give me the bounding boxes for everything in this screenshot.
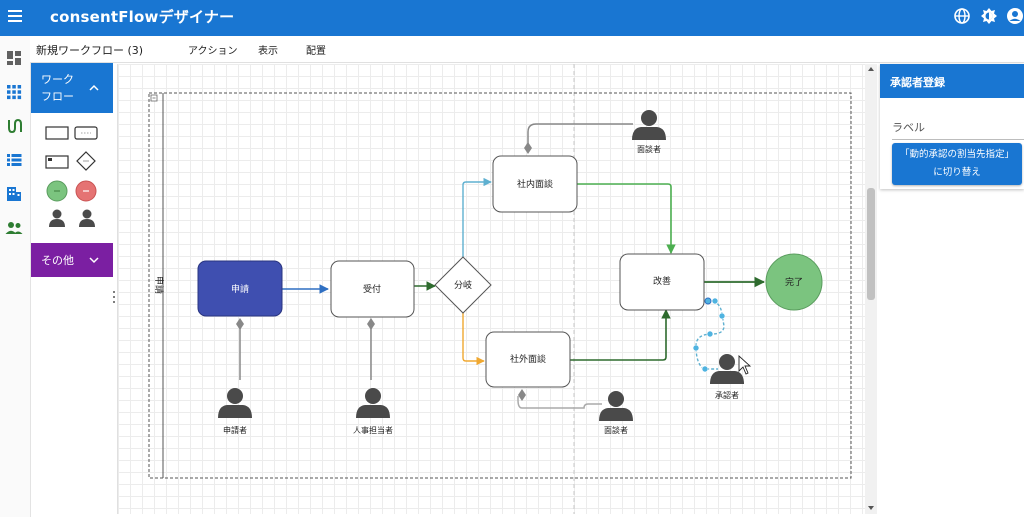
building-icon[interactable] — [4, 184, 24, 204]
node-apply-label: 申請 — [231, 283, 249, 295]
menu-view[interactable]: 表示 — [258, 46, 278, 57]
diagram-canvas[interactable]: 申請 申請 受付 — [117, 64, 866, 514]
approver-connection-selected[interactable] — [695, 300, 725, 370]
node-done-label: 完了 — [785, 276, 803, 288]
palette-other-label: その他 — [41, 254, 74, 267]
node-branch-label: 分岐 — [454, 279, 472, 291]
node-apply[interactable]: 申請 — [197, 260, 283, 317]
chevron-down-icon — [89, 257, 99, 264]
app-bar: consentFlowデザイナー — [0, 0, 1024, 36]
globe-icon[interactable] — [952, 6, 972, 26]
switch-button-line2: に切り替え — [933, 167, 981, 178]
brightness-icon[interactable] — [979, 6, 999, 26]
palette-workflow-label: ワーク フロー — [41, 73, 74, 103]
list-icon[interactable] — [4, 150, 24, 170]
actor-interviewer1-label: 面談者 — [637, 144, 661, 154]
node-improve[interactable]: 改善 — [619, 253, 705, 311]
palette-annotated-task-shape[interactable] — [45, 153, 69, 171]
property-panel: 承認者登録 ラベル 「動的承認の割当先指定」 に切り替え — [880, 64, 1024, 189]
node-internal-label: 社内面談 — [517, 178, 553, 190]
actor-hr[interactable]: 人事担当者 — [353, 388, 393, 435]
palette-person-icon[interactable] — [47, 208, 67, 230]
menu-action[interactable]: アクション — [188, 46, 238, 57]
people-icon[interactable] — [4, 218, 24, 238]
palette-subprocess-shape[interactable] — [74, 125, 98, 141]
pool-label: 申請 — [153, 276, 165, 294]
menu-arrange[interactable]: 配置 — [306, 46, 326, 57]
account-circle-icon[interactable] — [1005, 6, 1024, 26]
actor-approver-label: 承認者 — [715, 390, 739, 400]
toolbar: 新規ワークフロー (3) アクション 表示 配置 — [30, 36, 1024, 63]
node-internal-interview[interactable]: 社内面談 — [492, 155, 578, 213]
actor-applicant[interactable]: 申請者 — [218, 388, 252, 435]
node-external-interview[interactable]: 社外面談 — [485, 331, 571, 388]
palette-end-event-shape[interactable] — [75, 180, 97, 202]
actor-interviewer2-label: 面談者 — [604, 425, 628, 435]
palette-gateway-shape[interactable] — [76, 151, 96, 171]
node-improve-label: 改善 — [653, 275, 671, 287]
left-nav-rail — [0, 36, 31, 517]
chevron-up-icon — [89, 84, 99, 91]
palette-other-header[interactable]: その他 — [31, 243, 113, 277]
property-panel-header: 承認者登録 — [880, 64, 1024, 98]
node-done[interactable]: 完了 — [765, 253, 823, 311]
scroll-down-icon[interactable] — [867, 505, 875, 511]
actor-interviewer-internal[interactable]: 面談者 — [632, 110, 666, 154]
palette-task-shape[interactable] — [45, 125, 69, 141]
property-panel-title: 承認者登録 — [890, 76, 945, 89]
actor-approver[interactable]: 承認者 — [710, 354, 744, 400]
pool-boundary[interactable] — [148, 92, 852, 479]
mouse-cursor-icon — [738, 354, 752, 375]
switch-button-line1: 「動的承認の割当先指定」 — [899, 149, 1014, 160]
node-accept-label: 受付 — [363, 283, 381, 295]
palette-dynamic-person-icon[interactable] — [77, 208, 97, 230]
apps-grid-icon[interactable] — [4, 82, 24, 102]
label-input[interactable]: ラベル — [892, 119, 1024, 140]
route-icon[interactable] — [4, 116, 24, 136]
actor-interviewer-external[interactable]: 面談者 — [599, 391, 633, 435]
diagram-svg: 申請 申請 受付 — [148, 64, 852, 514]
scroll-up-icon[interactable] — [867, 66, 875, 72]
hamburger-menu-icon[interactable] — [6, 6, 26, 26]
actor-applicant-label: 申請者 — [223, 425, 247, 435]
node-branch[interactable]: 分岐 — [434, 256, 492, 314]
palette-workflow-header[interactable]: ワーク フロー — [31, 63, 113, 113]
scrollbar-thumb[interactable] — [867, 188, 875, 300]
shape-palette: ワーク フロー その他 — [31, 63, 113, 517]
actor-hr-label: 人事担当者 — [353, 425, 393, 435]
workflow-name: 新規ワークフロー (3) — [36, 44, 144, 57]
dashboard-icon[interactable] — [4, 48, 24, 68]
splitter-handle[interactable] — [112, 290, 116, 304]
palette-start-event-shape[interactable] — [46, 180, 68, 202]
node-external-label: 社外面談 — [510, 353, 546, 365]
app-title: consentFlowデザイナー — [50, 8, 235, 26]
node-accept[interactable]: 受付 — [330, 260, 415, 318]
switch-dynamic-assignee-button[interactable]: 「動的承認の割当先指定」 に切り替え — [892, 143, 1022, 185]
